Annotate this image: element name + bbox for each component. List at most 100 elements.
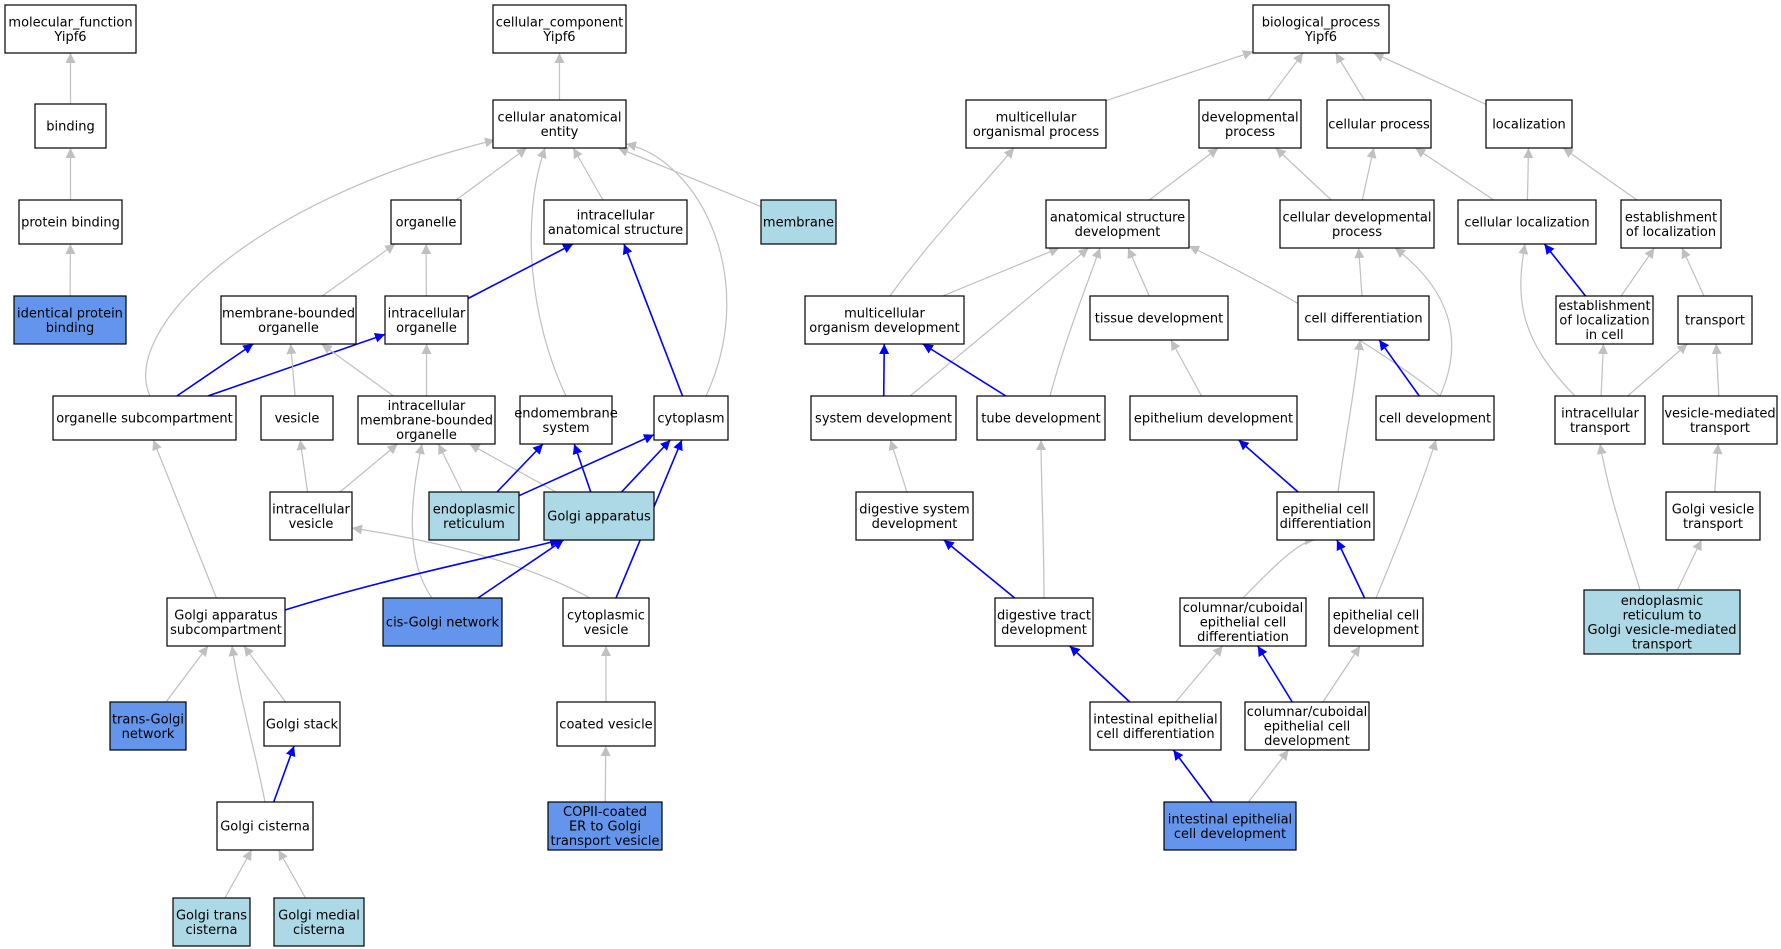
node-label-line: entity xyxy=(541,125,579,140)
node-label-line: ER to Golgi xyxy=(569,820,641,835)
edge-part-of-ccecdev-to-ccecd xyxy=(1257,645,1293,703)
node-box xyxy=(1045,199,1190,249)
edge-is-a-epicelldiff-to-celldiff xyxy=(1337,339,1364,493)
go-term-node-cisgolgi[interactable]: cis-Golgi network xyxy=(382,597,503,647)
node-label-line: Golgi apparatus xyxy=(174,608,278,623)
node-label-line: organelle xyxy=(396,321,457,336)
node-box xyxy=(1677,295,1753,345)
go-term-node-gstack[interactable]: Golgi stack xyxy=(263,701,341,747)
node-label-line: anatomical structure xyxy=(548,223,683,238)
go-term-node-membrane[interactable]: membrane xyxy=(760,199,837,245)
node-box xyxy=(1662,395,1778,445)
go-term-node-binding[interactable]: binding xyxy=(34,103,107,149)
go-term-node-celldiff[interactable]: cell differentiation xyxy=(1297,295,1430,341)
go-term-node-sysdev[interactable]: system development xyxy=(810,395,957,441)
go-term-node-protein-binding[interactable]: protein binding xyxy=(18,199,123,245)
edge-is-a-cdp-to-devproc xyxy=(1275,147,1332,201)
node-box xyxy=(1179,597,1307,647)
node-label-line: process xyxy=(1332,225,1382,240)
edge-is-a-osc-to-cae xyxy=(145,137,496,397)
node-label-line: Golgi stack xyxy=(266,718,339,733)
go-term-node-tissuedev[interactable]: tissue development xyxy=(1089,295,1229,341)
go-term-node-osc[interactable]: organelle subcompartment xyxy=(52,395,237,441)
node-label-line: molecular_function xyxy=(8,15,132,30)
edge-is-a-mod-to-mop xyxy=(889,147,1015,297)
edge-is-a-digtract-to-tubedev xyxy=(1036,439,1047,599)
node-box xyxy=(1297,295,1430,341)
node-label-line: subcompartment xyxy=(170,623,282,638)
node-label-line: vesicle xyxy=(584,623,629,638)
edge-is-a-cloc-to-cellproc xyxy=(1414,147,1495,201)
edge-part-of-gasc-to-golgi xyxy=(284,537,561,611)
go-term-node-vesicle[interactable]: vesicle xyxy=(260,395,334,441)
node-label-line: Golgi apparatus xyxy=(547,510,651,525)
node-box xyxy=(13,295,127,345)
node-label-line: endoplasmic xyxy=(433,502,515,517)
edge-is-a-digsysdev-to-sysdev xyxy=(888,439,908,493)
node-box xyxy=(1620,199,1722,249)
edge-is-a-membrane-to-cae xyxy=(617,147,762,208)
go-term-node-organelle[interactable]: organelle xyxy=(390,199,462,245)
go-term-node-cellproc[interactable]: cellular process xyxy=(1326,99,1432,149)
go-term-node-transport[interactable]: transport xyxy=(1677,295,1753,345)
edge-is-a-transgolgi-to-gasc xyxy=(165,645,209,703)
edge-part-of-celldev-to-celldiff xyxy=(1378,339,1420,397)
go-term-node-gcisterna[interactable]: Golgi cisterna xyxy=(216,801,314,851)
edge-is-a-transport-to-estloc xyxy=(1681,247,1705,297)
node-box xyxy=(1089,295,1229,341)
go-term-node-cytoplasm[interactable]: cytoplasm xyxy=(653,395,729,441)
node-box xyxy=(1457,199,1597,245)
go-term-node-tubedev[interactable]: tube development xyxy=(976,395,1106,441)
go-term-node-epidev[interactable]: epithelium development xyxy=(1129,395,1298,441)
edge-is-a-celldev-to-cdp xyxy=(1394,247,1453,397)
go-term-node-cloc[interactable]: cellular localization xyxy=(1457,199,1597,245)
go-term-node-localization[interactable]: localization xyxy=(1485,99,1573,149)
node-label-line: transport xyxy=(1683,517,1743,532)
edge-is-a-gvt-to-vmt xyxy=(1712,443,1723,493)
node-box xyxy=(52,395,237,441)
go-term-node-celldev[interactable]: cell development xyxy=(1375,395,1495,441)
edge-is-a-mop-to-bp xyxy=(1105,50,1254,102)
go-term-node-coated[interactable]: coated vesicle xyxy=(556,701,656,747)
node-box xyxy=(965,99,1107,149)
go-term-node-golgi[interactable]: Golgi apparatus xyxy=(543,491,655,541)
edge-part-of-golgi-to-endomembrane xyxy=(572,443,592,493)
